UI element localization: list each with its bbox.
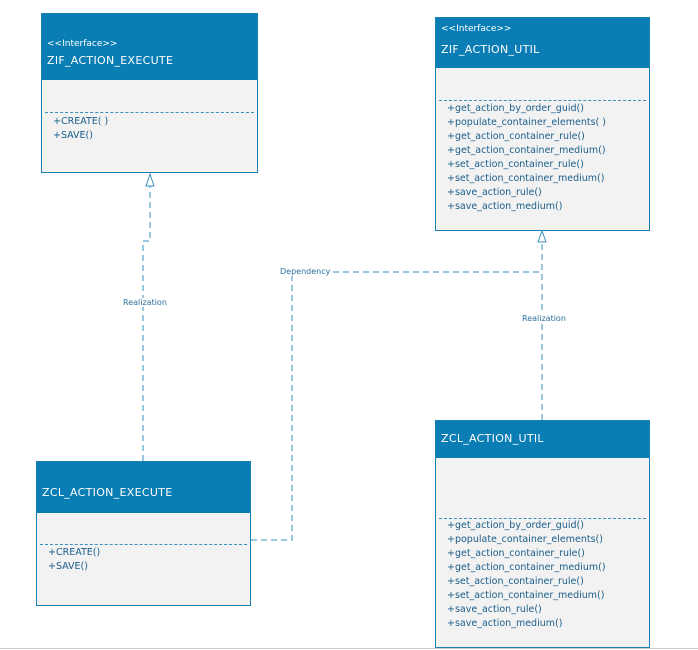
class-name: ZCL_ACTION_UTIL — [441, 432, 544, 445]
class-box-zif-action-execute[interactable]: <<Interface>> ZIF_ACTION_EXECUTE +CREATE… — [41, 13, 258, 173]
operation: +save_action_rule() — [447, 604, 542, 615]
operation: +get_action_container_rule() — [447, 548, 585, 559]
compartment-separator — [45, 112, 254, 113]
dependency-label: Dependency — [278, 267, 333, 276]
operation: +CREATE( ) — [53, 116, 109, 127]
class-name: ZIF_ACTION_UTIL — [441, 43, 540, 56]
class-box-zif-action-util[interactable]: <<Interface>> ZIF_ACTION_UTIL +get_actio… — [435, 17, 650, 231]
operations-list: +CREATE( ) +SAVE() — [53, 115, 108, 143]
operation: +save_action_medium() — [447, 201, 563, 212]
operation: +get_action_by_order_guid() — [447, 103, 584, 114]
class-name: ZIF_ACTION_EXECUTE — [47, 54, 174, 67]
class-name: ZCL_ACTION_EXECUTE — [42, 486, 173, 499]
bottom-divider — [0, 648, 698, 649]
realization-right-arrowhead — [537, 229, 547, 243]
operation: +get_action_container_rule() — [447, 131, 585, 142]
operation: +SAVE() — [53, 130, 93, 141]
class-header: <<Interface>> ZIF_ACTION_UTIL — [436, 18, 649, 68]
operation: +CREATE() — [48, 547, 101, 558]
realization-left-label: Realization — [121, 298, 169, 307]
operations-list: +get_action_by_order_guid() +populate_co… — [447, 519, 606, 631]
compartment-separator — [439, 100, 646, 101]
class-header: ZCL_ACTION_UTIL — [436, 421, 649, 458]
operation: +set_action_container_rule() — [447, 159, 584, 170]
operation: +set_action_container_rule() — [447, 576, 584, 587]
operation: +save_action_medium() — [447, 618, 563, 629]
operation: +get_action_container_medium() — [447, 145, 606, 156]
operation: +set_action_container_medium() — [447, 173, 605, 184]
compartment-separator — [40, 544, 247, 545]
dependency-line — [251, 271, 542, 541]
realization-right-label: Realization — [520, 314, 568, 323]
class-stereotype: <<Interface>> — [441, 24, 512, 34]
class-header: <<Interface>> ZIF_ACTION_EXECUTE — [42, 14, 257, 80]
operation: +set_action_container_medium() — [447, 590, 605, 601]
compartment-separator — [439, 518, 646, 519]
realization-left-line — [142, 186, 151, 461]
class-box-zcl-action-execute[interactable]: ZCL_ACTION_EXECUTE +CREATE() +SAVE() — [36, 461, 251, 606]
operations-list: +CREATE() +SAVE() — [48, 546, 100, 574]
operation: +save_action_rule() — [447, 187, 542, 198]
operation: +populate_container_elements( ) — [447, 117, 606, 128]
realization-left-arrowhead — [145, 172, 155, 187]
operation: +populate_container_elements() — [447, 534, 603, 545]
operation: +get_action_container_medium() — [447, 562, 606, 573]
operation: +get_action_by_order_guid() — [447, 520, 584, 531]
class-box-zcl-action-util[interactable]: ZCL_ACTION_UTIL +get_action_by_order_gui… — [435, 420, 650, 648]
operation: +SAVE() — [48, 561, 88, 572]
class-stereotype: <<Interface>> — [47, 39, 118, 49]
class-header: ZCL_ACTION_EXECUTE — [37, 462, 250, 513]
operations-list: +get_action_by_order_guid() +populate_co… — [447, 102, 606, 214]
